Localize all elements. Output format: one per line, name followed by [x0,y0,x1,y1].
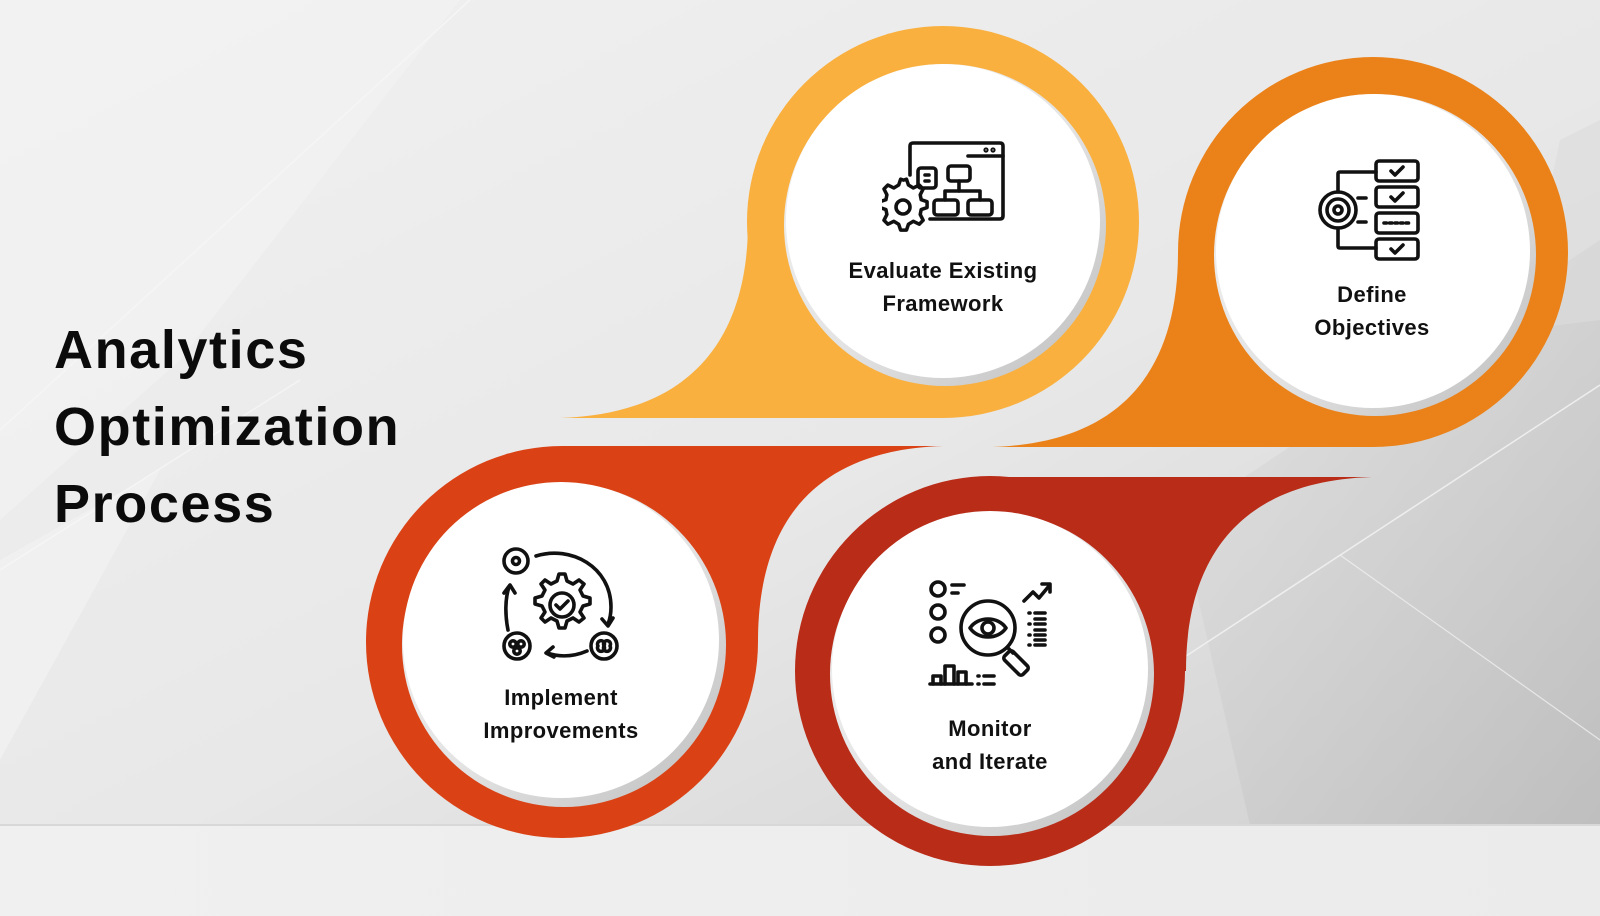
floor [0,825,1600,916]
step-label-monitor: Monitor and Iterate [850,712,1130,778]
step-label-define: Define Objectives [1232,278,1512,344]
target-checklist-icon [1318,158,1424,262]
title-line-3: Process [54,474,276,534]
step-label-line: Objectives [1314,315,1430,340]
gear-cycle-check-icon [501,547,621,663]
page-title: Analytics Optimization Process [54,312,400,543]
magnifier-eye-analytics-icon [928,580,1054,690]
step-label-line: Define [1337,282,1407,307]
step-label-line: Framework [882,291,1004,316]
framework-flowchart-gear-icon [882,141,1006,235]
step-label-implement: Implement Improvements [421,681,701,747]
title-line-2: Optimization [54,397,401,457]
step-shape-monitor [795,476,1372,866]
step-label-line: Evaluate Existing [848,258,1038,283]
step-label-evaluate: Evaluate Existing Framework [803,254,1083,320]
step-shape-define [992,57,1568,447]
step-label-line: and Iterate [932,749,1048,774]
step-label-line: Implement [504,685,618,710]
step-label-line: Improvements [483,718,639,743]
title-line-1: Analytics [54,320,309,380]
step-label-line: Monitor [948,716,1032,741]
step-shape-implement [366,446,943,838]
step-shape-evaluate [560,26,1139,418]
